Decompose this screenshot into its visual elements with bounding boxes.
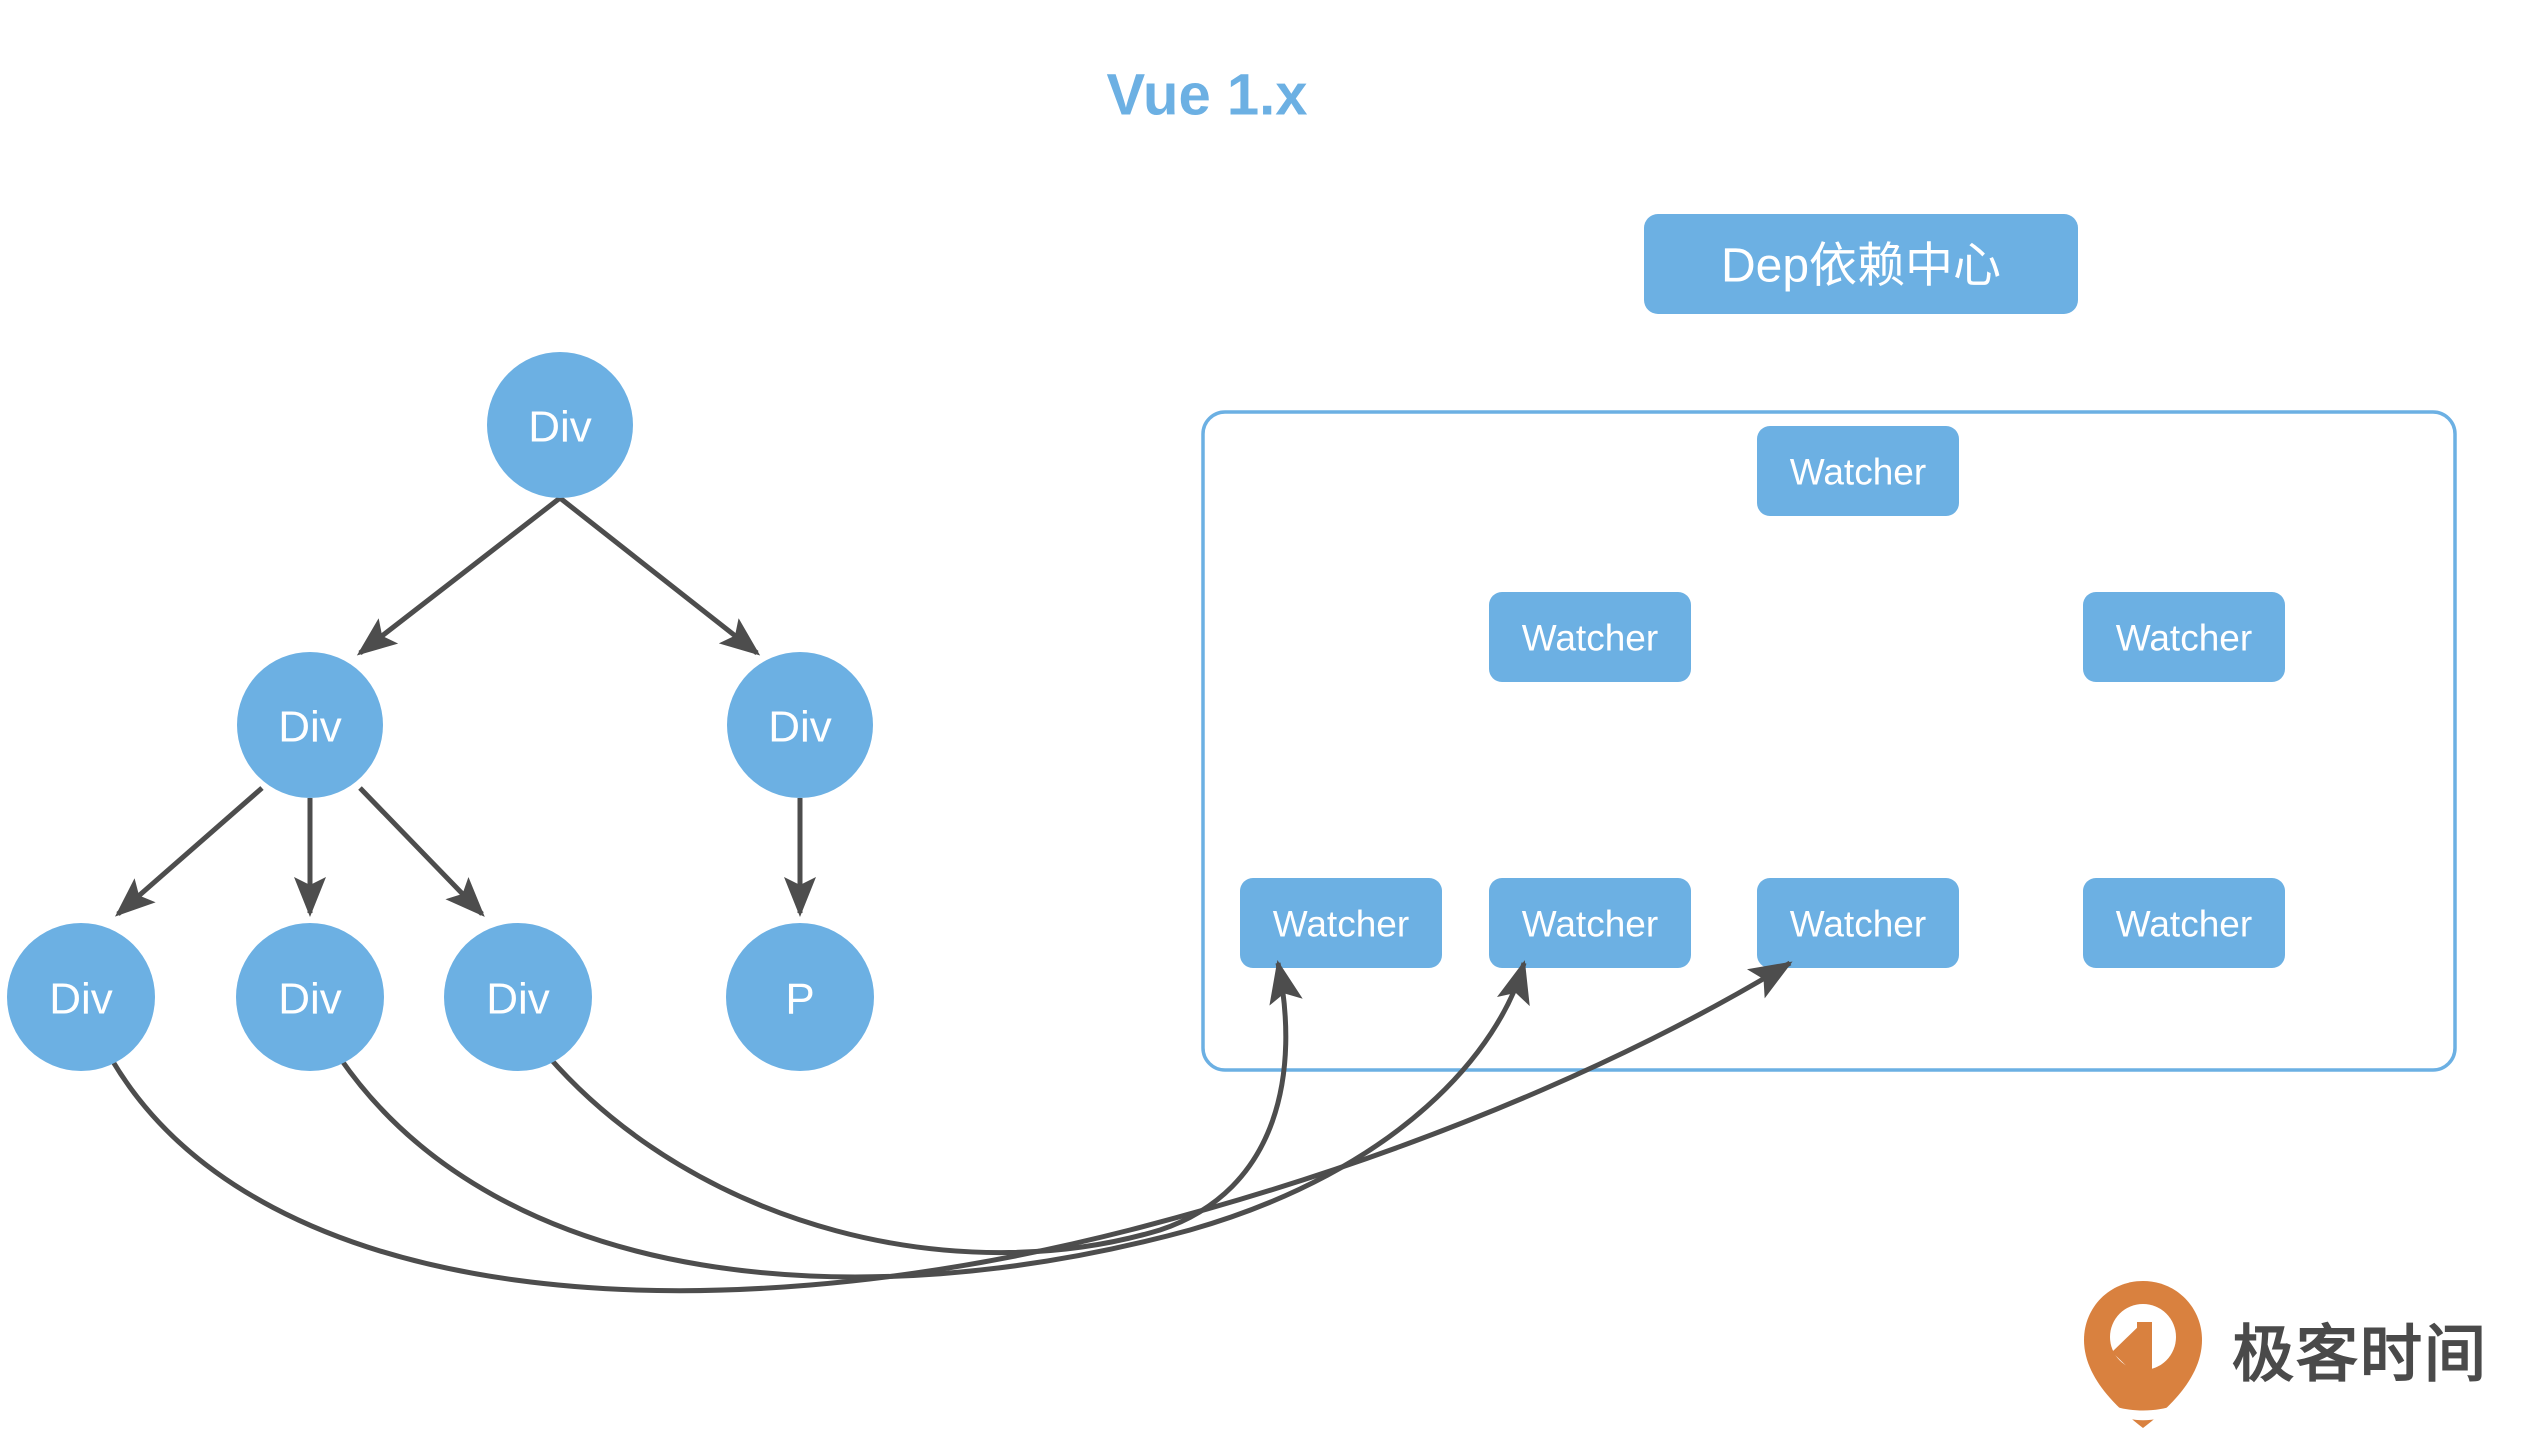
dep-curve-1 <box>109 960 1793 1294</box>
watcher-bottom-2[interactable]: Watcher <box>1489 878 1691 968</box>
node-circle <box>726 923 874 1071</box>
edge-root-to-l1b <box>558 496 761 656</box>
watcher-rect <box>1240 878 1442 968</box>
watcher-rect <box>2083 592 2285 682</box>
dep-curve-3 <box>546 960 1303 1256</box>
watcher-label: Watcher <box>1522 618 1658 659</box>
watcher-bottom-3[interactable]: Watcher <box>1757 878 1959 968</box>
node-label: Div <box>49 975 113 1024</box>
node-circle <box>444 923 592 1071</box>
node-label: P <box>785 975 814 1024</box>
edge-l1a-to-l2c <box>358 786 485 917</box>
tree-node-l2c[interactable]: Div <box>444 923 592 1071</box>
watcher-label: Watcher <box>2116 904 2252 945</box>
tree-node-root[interactable]: Div <box>487 352 633 498</box>
tree-node-l2d[interactable]: P <box>726 923 874 1071</box>
node-label: Div <box>528 403 592 452</box>
watcher-label: Watcher <box>1522 904 1658 945</box>
edge-root-to-l1a <box>356 496 562 656</box>
node-circle <box>727 652 873 798</box>
page-title: Vue 1.x <box>1107 63 1308 128</box>
watcher-mid-left[interactable]: Watcher <box>1489 592 1691 682</box>
node-label: Div <box>768 703 832 752</box>
watcher-label: Watcher <box>1790 904 1926 945</box>
node-circle <box>236 923 384 1071</box>
watcher-rect <box>1757 426 1959 516</box>
watcher-container-box <box>1201 410 2457 1072</box>
watcher-rect <box>1489 878 1691 968</box>
node-circle <box>487 352 633 498</box>
dep-center-label: Dep依赖中心 <box>1721 240 2001 293</box>
dep-center-rect <box>1644 214 2078 314</box>
watcher-label: Watcher <box>1790 452 1926 493</box>
tree-node-l1a[interactable]: Div <box>237 652 383 798</box>
tree-edges <box>114 496 817 918</box>
edge-l1a-to-l2a <box>114 786 264 917</box>
node-circle <box>7 923 155 1071</box>
node-circle <box>237 652 383 798</box>
watcher-rect <box>1489 592 1691 682</box>
node-label: Div <box>278 703 342 752</box>
watcher-rect <box>2083 878 2285 968</box>
node-label: Div <box>278 975 342 1024</box>
watcher-label: Watcher <box>2116 618 2252 659</box>
dep-curve-2 <box>337 960 1530 1280</box>
watcher-mid-right[interactable]: Watcher <box>2083 592 2285 682</box>
watcher-rect <box>1757 878 1959 968</box>
location-pin-icon <box>2084 1281 2202 1428</box>
watcher-bottom-4[interactable]: Watcher <box>2083 878 2285 968</box>
watcher-top[interactable]: Watcher <box>1757 426 1959 516</box>
logo-text: 极客时间 <box>2232 1321 2488 1390</box>
dependency-curves <box>109 960 1793 1294</box>
tree-node-l2b[interactable]: Div <box>236 923 384 1071</box>
tree-node-l2a[interactable]: Div <box>7 923 155 1071</box>
watcher-bottom-1[interactable]: Watcher <box>1240 878 1442 968</box>
brand-logo: 极客时间 <box>2084 1281 2488 1428</box>
tree-node-l1b[interactable]: Div <box>727 652 873 798</box>
node-label: Div <box>486 975 550 1024</box>
watcher-label: Watcher <box>1273 904 1409 945</box>
dep-center-box[interactable]: Dep依赖中心 <box>1644 214 2078 314</box>
